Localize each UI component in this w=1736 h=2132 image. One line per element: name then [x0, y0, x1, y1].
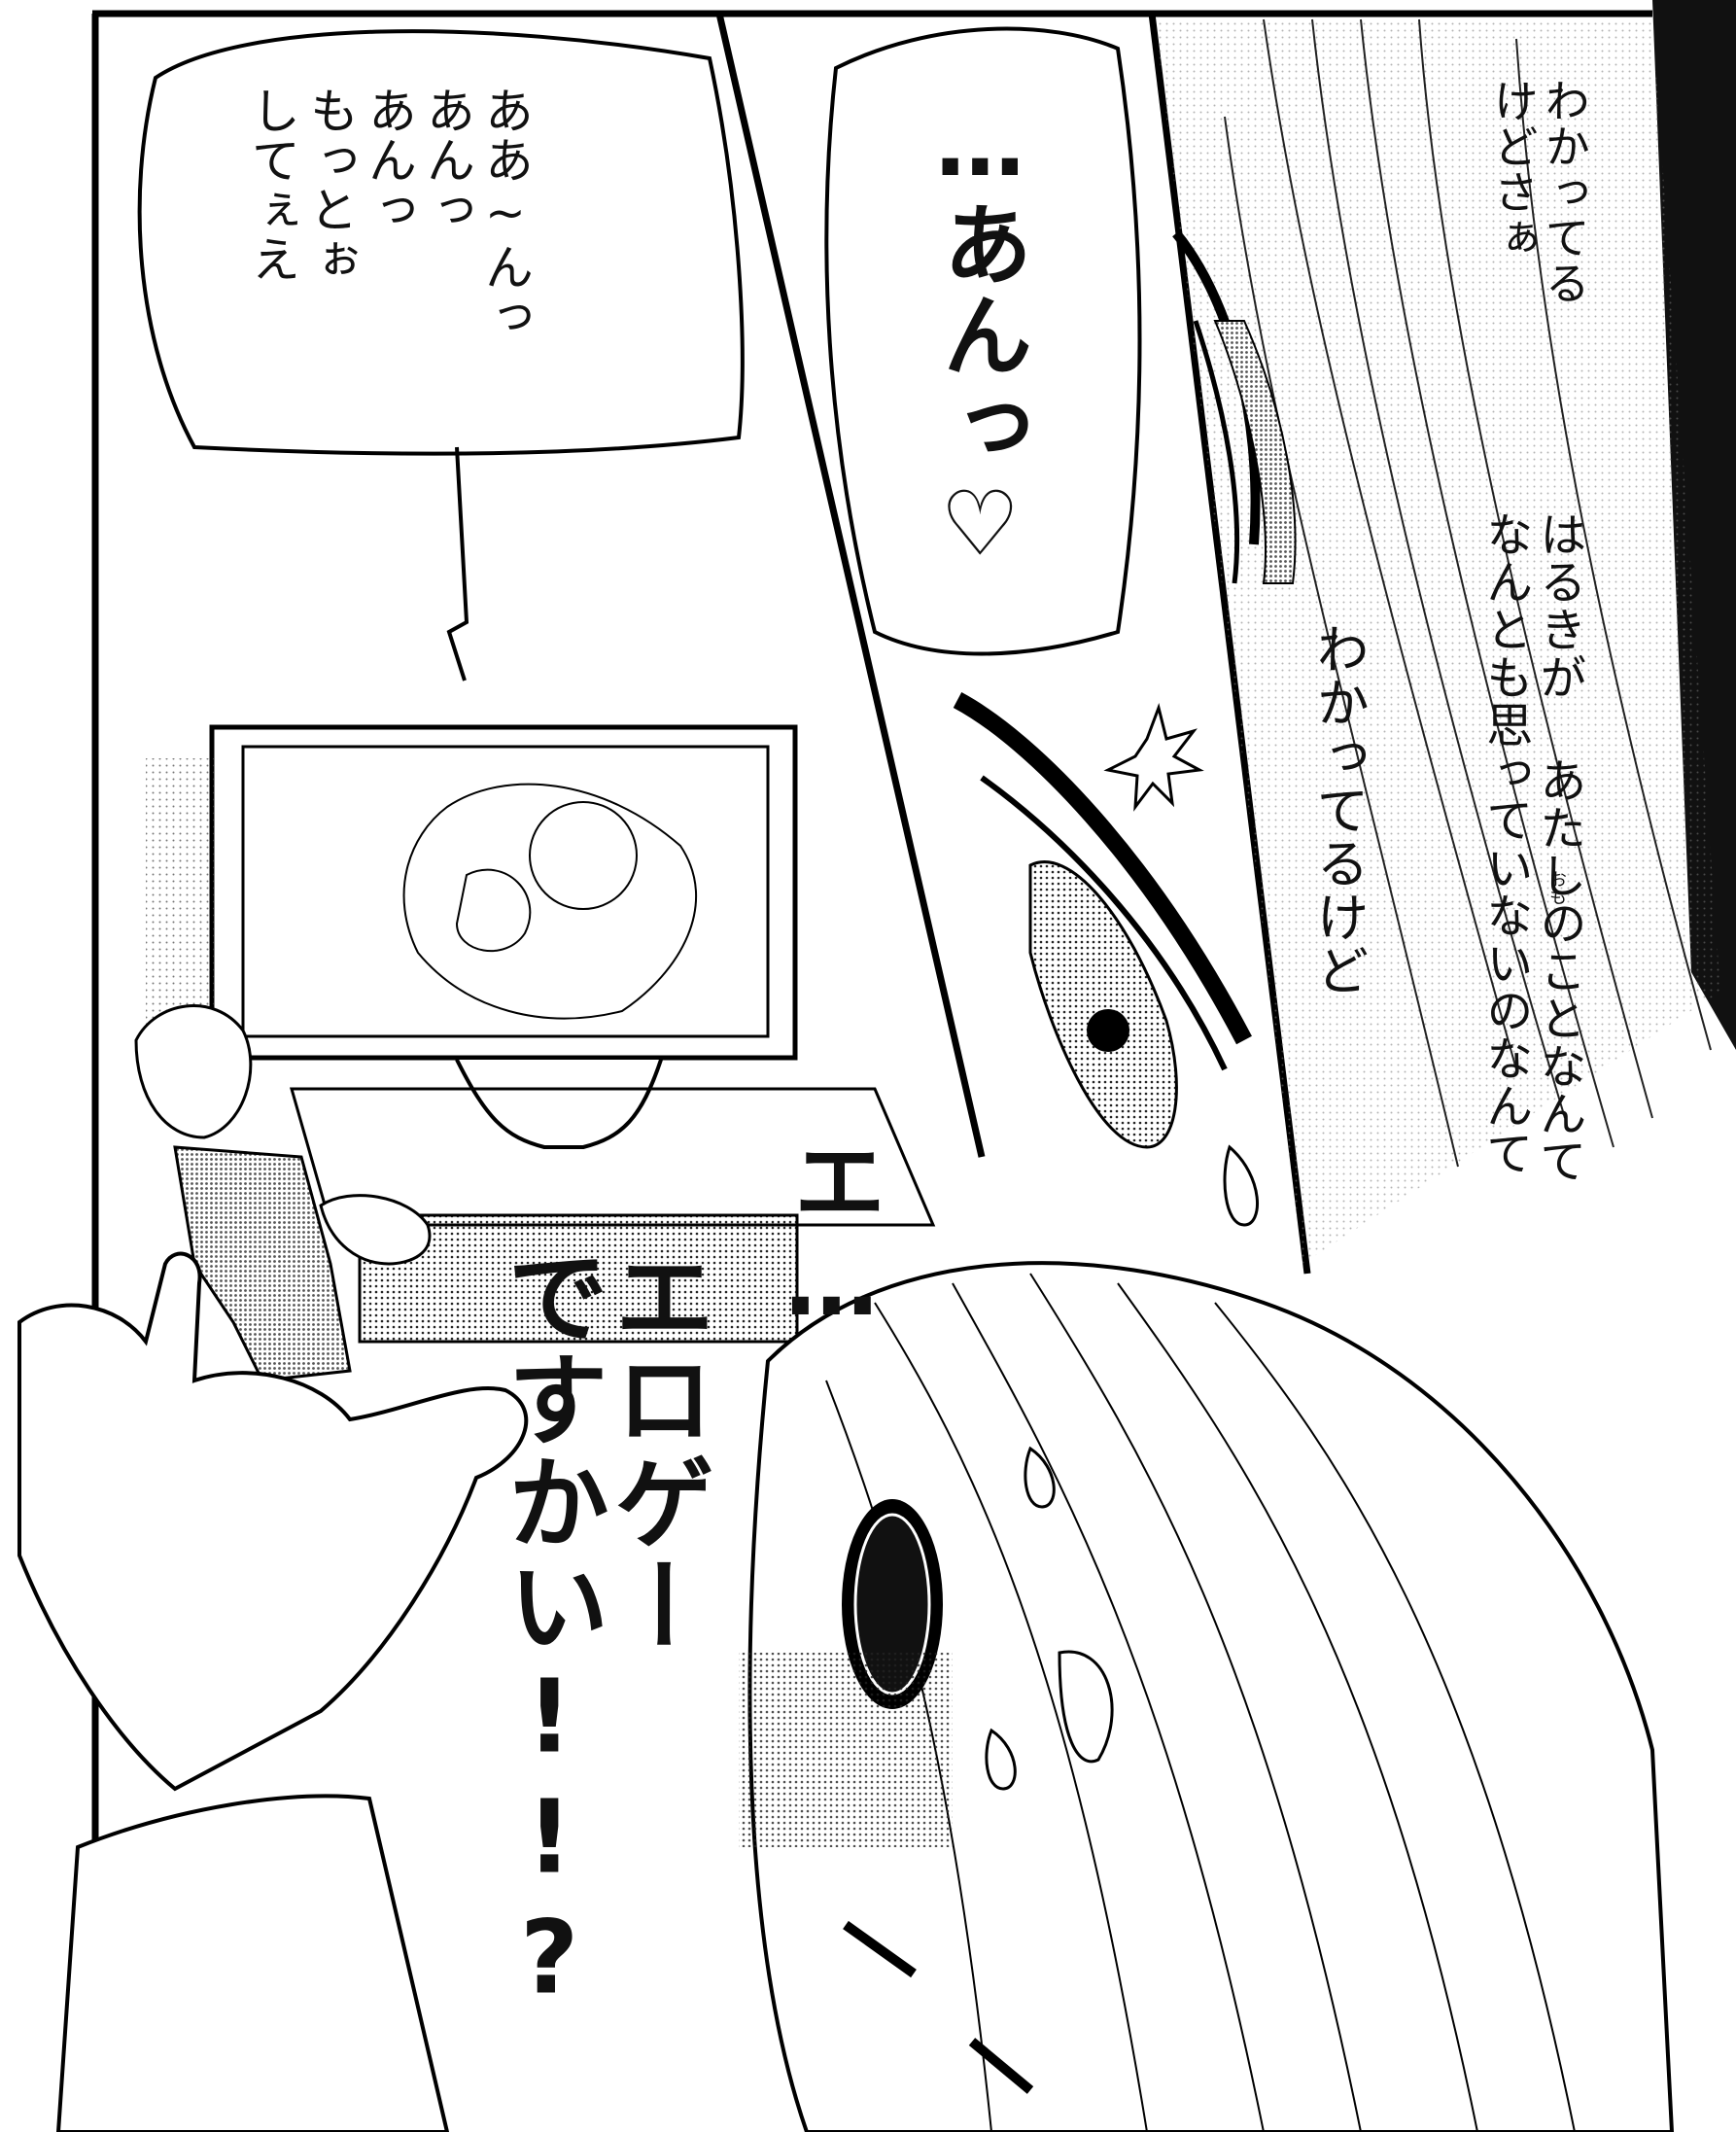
speech-bubble-moan — [824, 26, 1142, 656]
narration-line-2: はるきが あたしのことなんて なんとも思っていないのなんて — [1477, 510, 1586, 1185]
bubble-tv-line: してぇえ — [244, 86, 300, 284]
shout-main-text: エロゲー ですかい!!? — [490, 1244, 715, 2019]
narration-line: けどさぁ — [1486, 78, 1540, 261]
bubble-tv-line: もっとぉ — [302, 86, 359, 284]
reaching-hand — [17, 1251, 529, 1792]
narration-line-1: わかってる けどさぁ — [1486, 78, 1591, 306]
eye-middle — [953, 692, 1259, 1227]
furigana-ruby: おも — [1546, 870, 1567, 905]
speech-bubble-tv-text: ああ~んっ あんっ あんっ もっとぉ してぇえ — [243, 86, 535, 341]
narration-line: はるきが あたしのことなんて — [1531, 510, 1586, 1185]
hair-strands-right — [1224, 18, 1712, 1168]
narration-line: わかってる — [1538, 78, 1591, 306]
speech-bubble-moan-text: …あんっ♡ — [927, 92, 1032, 578]
bubble-tv-line: あんっ — [361, 86, 417, 234]
narration-line: なんとも思っていないのなんて — [1477, 510, 1533, 1177]
bubble-tv-line: ああ~んっ — [477, 86, 534, 341]
dark-edge — [1652, 0, 1736, 1050]
shout-line: エロゲー — [596, 1244, 715, 1658]
narration-line-3: わかってるけど — [1307, 622, 1370, 997]
bubble-tv-line: あんっ — [419, 86, 475, 234]
speech-bubble-tv — [137, 29, 745, 456]
shout-line: ですかい!!? — [490, 1244, 609, 2019]
shout-small-text: エ… — [777, 1133, 886, 1339]
tv-set — [146, 724, 936, 1344]
eye-upper — [1172, 229, 1297, 584]
girl-figure — [739, 1261, 1675, 2132]
